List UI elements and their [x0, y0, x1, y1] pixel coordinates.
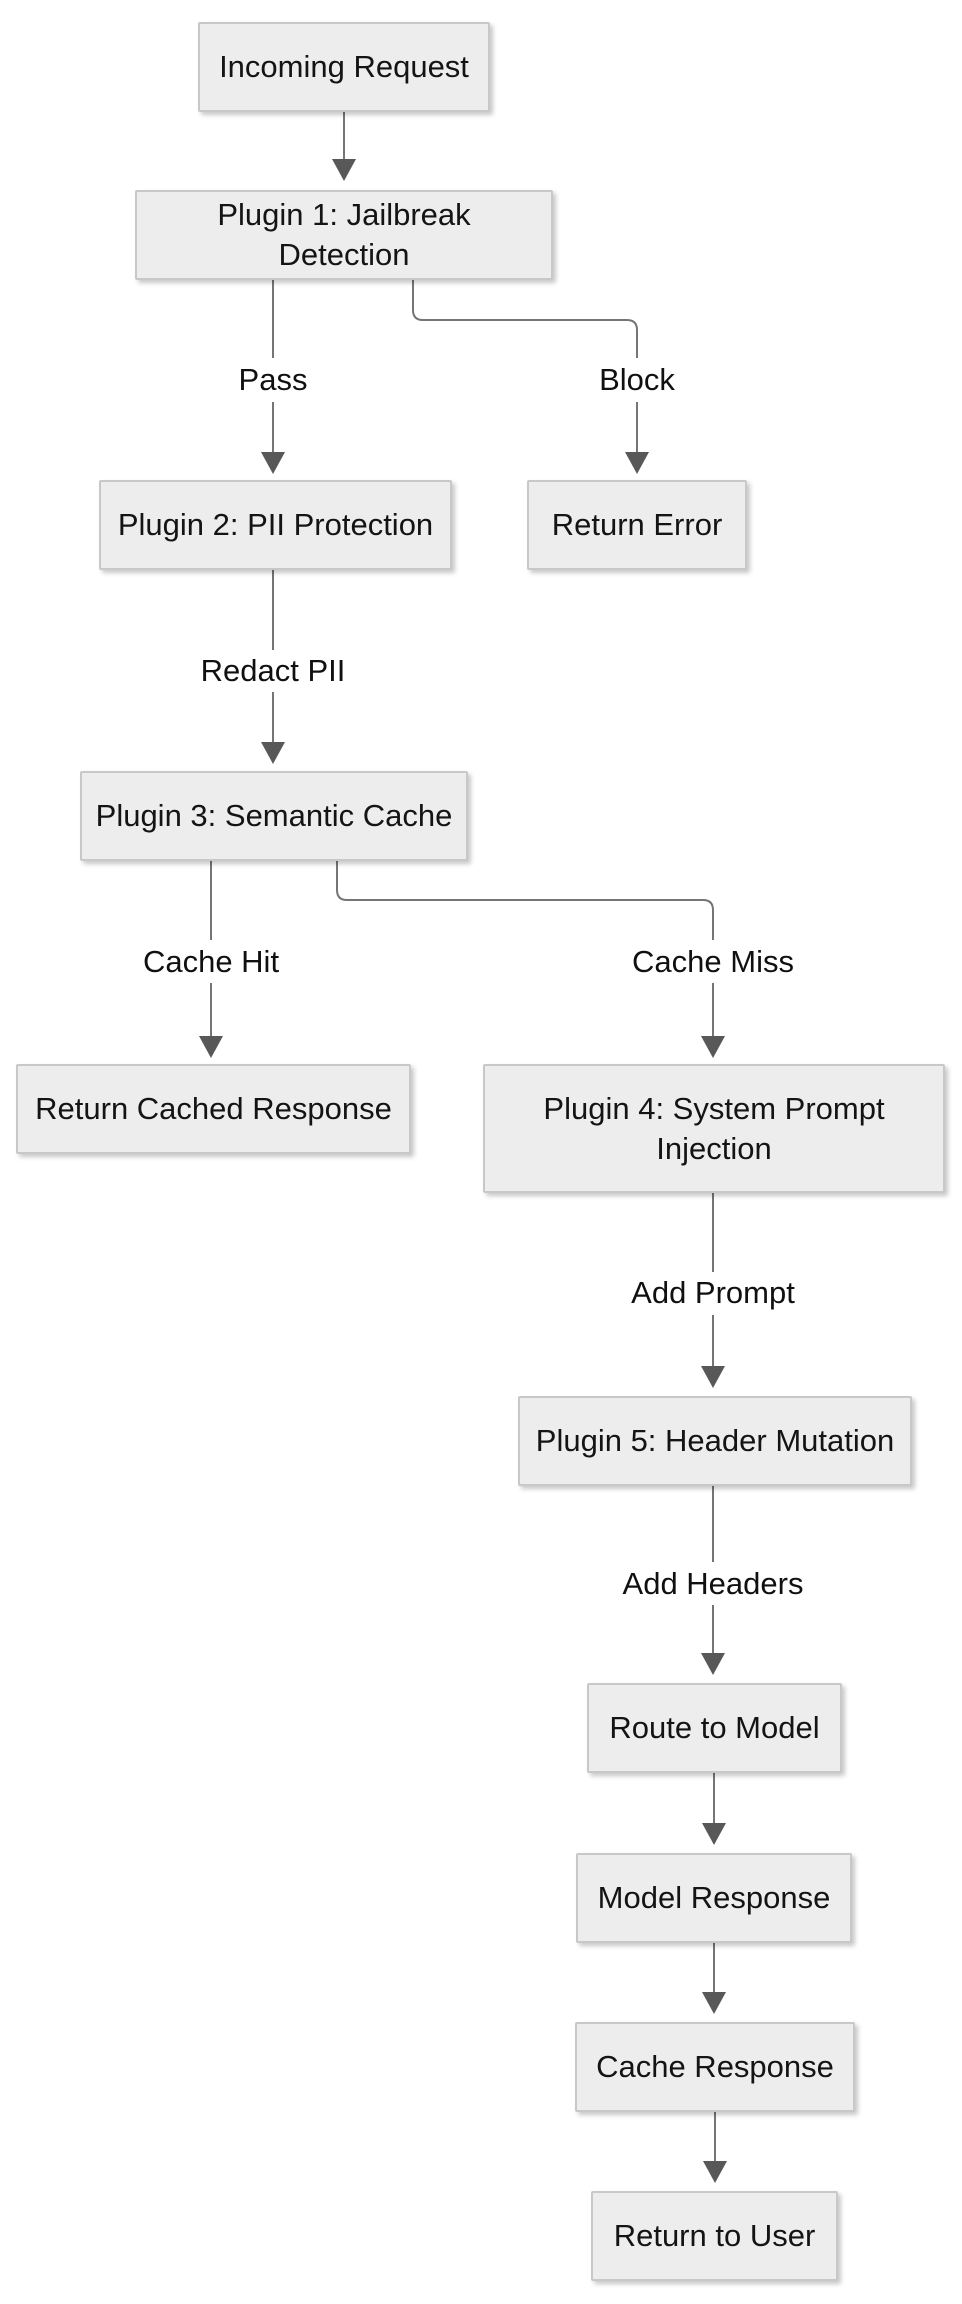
node-route-to-model: Route to Model: [587, 1683, 842, 1773]
node-plugin2-pii-protection: Plugin 2: PII Protection: [99, 480, 452, 570]
arrowhead-model-response: [702, 1823, 726, 1845]
edge-plugin3-to-plugin4: [336, 861, 714, 1036]
node-return-error: Return Error: [527, 480, 747, 570]
node-plugin3-semantic-cache: Plugin 3: Semantic Cache: [80, 771, 468, 861]
arrowhead-cache-response: [702, 1992, 726, 2014]
arrowhead-plugin3: [261, 742, 285, 764]
edge-label-pass: Pass: [230, 360, 316, 400]
node-return-cached-response: Return Cached Response: [16, 1064, 411, 1154]
node-plugin5-header-mutation: Plugin 5: Header Mutation: [518, 1396, 912, 1486]
edge-label-cache-hit: Cache Hit: [134, 942, 288, 982]
edge-label-add-prompt: Add Prompt: [623, 1273, 803, 1313]
node-plugin1-jailbreak-detection: Plugin 1: Jailbreak Detection: [135, 190, 553, 280]
arrowhead-plugin1: [332, 159, 356, 181]
node-plugin4-system-prompt-injection: Plugin 4: System Prompt Injection: [483, 1064, 945, 1193]
edge-plugin1-to-return-error: [412, 280, 638, 452]
arrowhead-return-error: [625, 452, 649, 474]
node-incoming-request: Incoming Request: [198, 22, 490, 112]
edge-label-cache-miss: Cache Miss: [624, 942, 802, 982]
edge-label-redact-pii: Redact PII: [192, 651, 354, 691]
arrowhead-return-cached: [199, 1036, 223, 1058]
edge-label-add-headers: Add Headers: [614, 1564, 812, 1604]
node-return-to-user: Return to User: [591, 2191, 838, 2281]
arrowhead-plugin4: [701, 1036, 725, 1058]
edge-label-block: Block: [591, 360, 683, 400]
node-model-response: Model Response: [576, 1853, 852, 1943]
node-cache-response: Cache Response: [575, 2022, 855, 2112]
arrowhead-plugin5: [701, 1366, 725, 1388]
arrowhead-return-to-user: [703, 2161, 727, 2183]
arrowhead-route-to-model: [701, 1653, 725, 1675]
arrowhead-plugin2: [261, 452, 285, 474]
